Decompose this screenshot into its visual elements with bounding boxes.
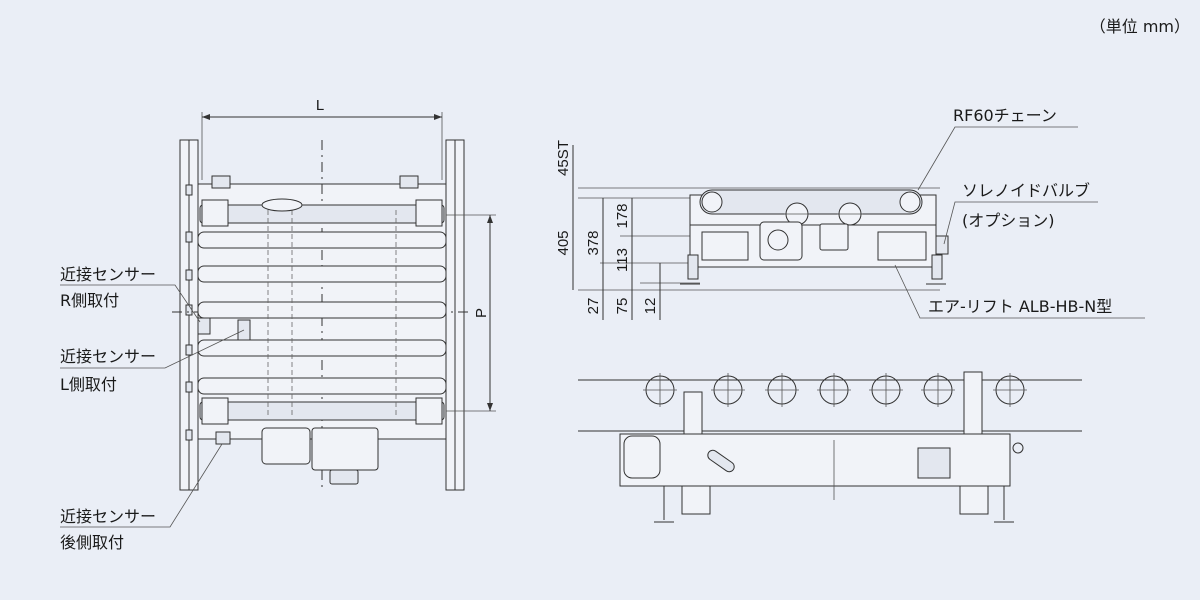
sensor-l-line1: 近接センサー [60,347,156,366]
solenoid-label-line2: (オプション) [962,211,1055,230]
roller-sections [643,373,1027,407]
lifter-right [877,231,927,261]
dim-stroke: 45ST [555,140,572,176]
dim-113: 113 [614,248,631,272]
air-lift-label: エア-リフト ALB-HB-N型 [928,297,1112,316]
sensor-l-line2: L側取付 [60,375,117,394]
sensor-rear-line1: 近接センサー [60,507,156,526]
sensor-r-line1: 近接センサー [60,265,156,284]
sensor-rear-mount [215,431,231,445]
unit-note: （単位 mm） [1090,17,1190,36]
rollers [197,231,447,395]
leg-right [959,485,989,515]
dim-total: 405 [555,230,572,255]
dim-378: 378 [585,230,602,255]
stopper-right [963,371,983,437]
gearbox [311,427,379,471]
front-motor [623,435,661,479]
sensor-r-mount [197,317,211,335]
lifter-left [701,231,749,261]
solenoid-label-line1: ソレノイドバルブ [962,181,1090,200]
dim-width-label: L [316,97,324,114]
side-view [572,126,1145,320]
dim-12: 12 [642,298,659,315]
sensor-rear-line2: 後側取付 [60,533,124,552]
dim-pitch-label: P [473,308,490,318]
dim-27: 27 [585,298,602,315]
chain-label: RF60チェーン [953,106,1057,125]
dim-75: 75 [614,298,631,315]
top-view: L P [60,97,496,528]
leg-left [681,485,711,515]
sensor-r-line2: R側取付 [60,291,119,310]
stopper-left [683,391,703,437]
motor [261,427,311,465]
chain [699,189,923,215]
front-frame [619,433,1011,487]
front-view [578,371,1082,523]
dim-178: 178 [614,203,631,228]
